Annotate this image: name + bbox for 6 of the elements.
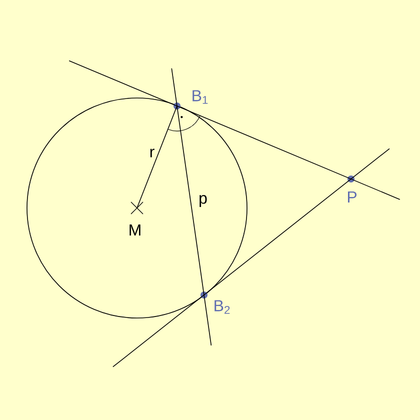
line — [204, 148, 390, 296]
center-cross: M — [130, 202, 144, 236]
line — [176, 106, 400, 200]
line — [136, 106, 178, 208]
line — [171, 68, 212, 346]
edge-label: p — [198, 194, 208, 208]
